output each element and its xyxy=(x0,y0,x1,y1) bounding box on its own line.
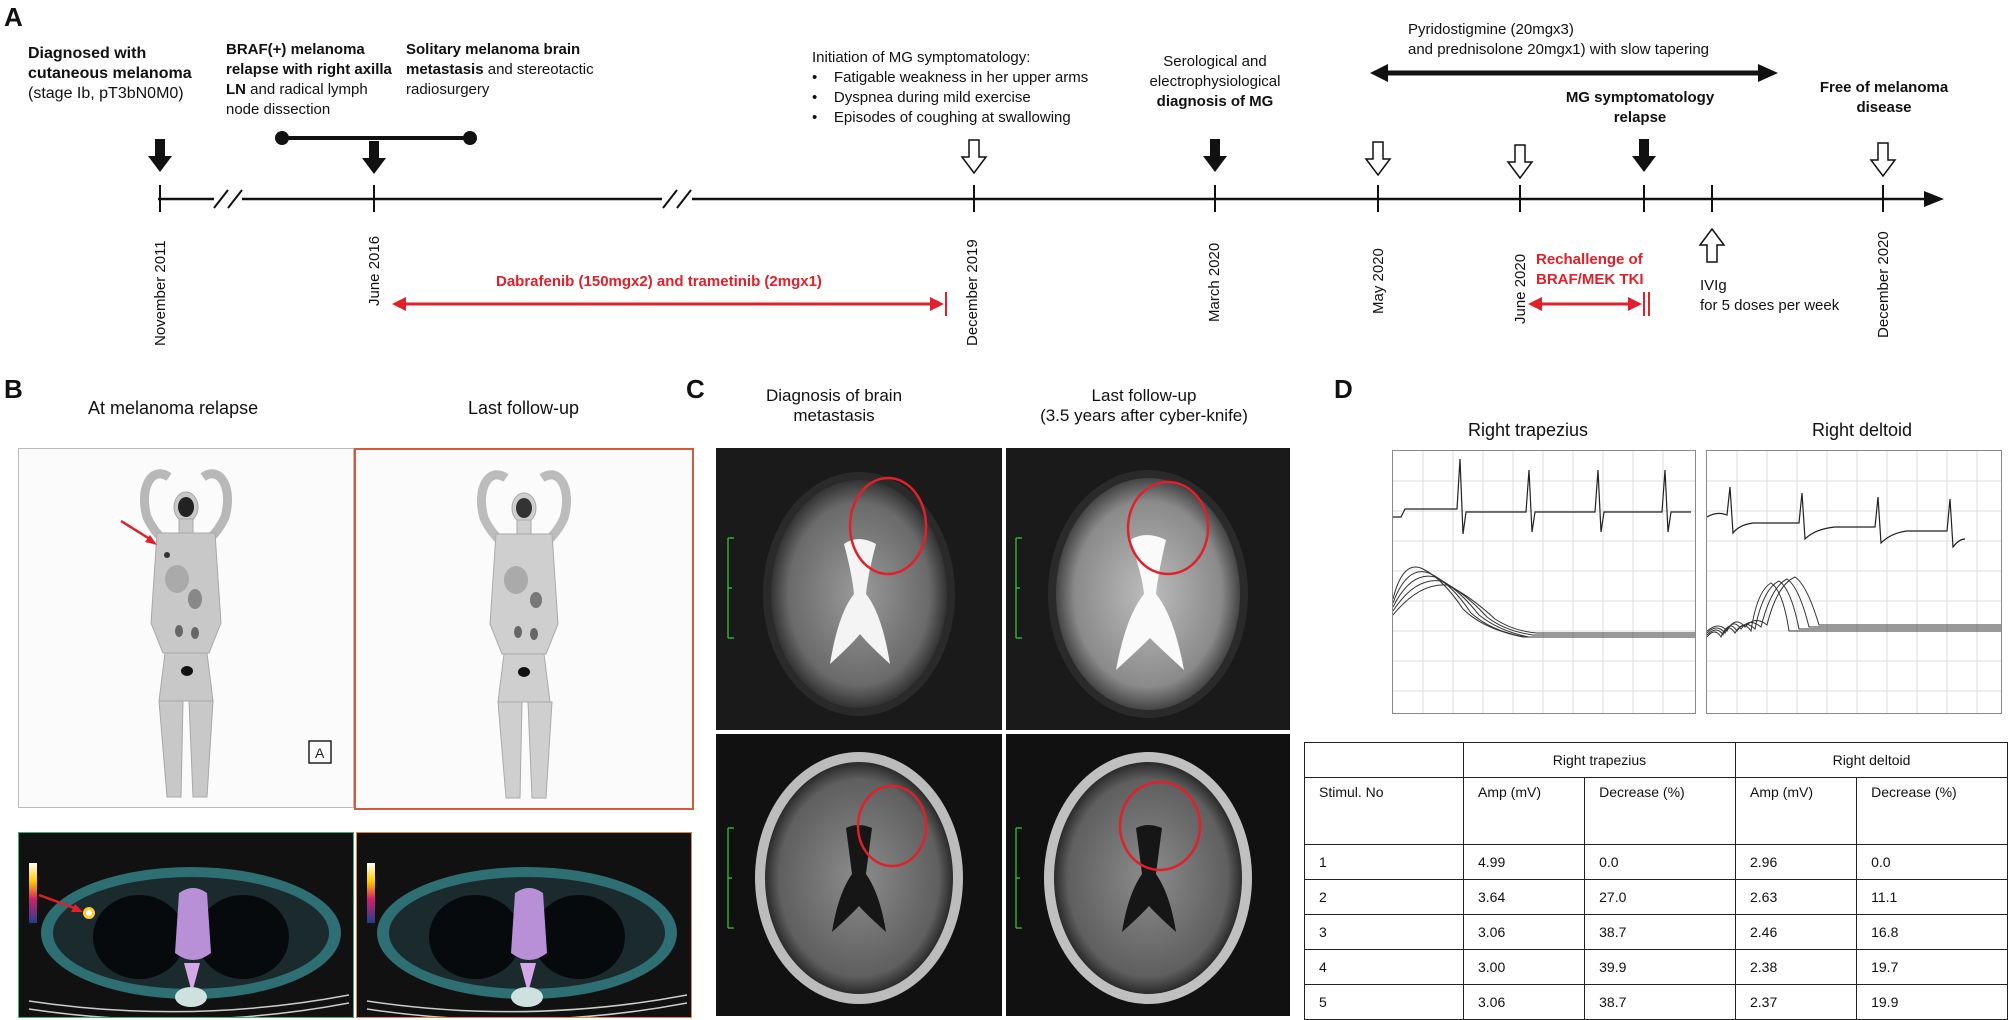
table-header-row: Stimul. No Amp (mV) Decrease (%) Amp (mV… xyxy=(1304,777,2008,845)
panel-label-a: A xyxy=(4,2,23,32)
date-label: March 2020 xyxy=(1206,242,1223,322)
col-header-decrease: Decrease (%) xyxy=(1584,777,1736,845)
emg-trace-trapezius xyxy=(1392,450,1696,714)
repetitive-stimulation-table: Right trapezius Right deltoid Stimul. No… xyxy=(1304,742,2008,1020)
event-relapse-rest: and radical lymph node dissection xyxy=(226,81,368,118)
col-header-amp: Amp (mV) xyxy=(1462,777,1586,845)
dabrafenib-label: Dabrafenib (150mgx2) and trametinib (2mg… xyxy=(496,273,822,290)
timeline-graphic xyxy=(148,64,1944,316)
event-relapse: BRAF(+) melanoma relapse with right axil… xyxy=(226,40,396,120)
mg-onset-title: Initiation of MG symptomatology: xyxy=(812,49,1031,66)
col-header-amp: Amp (mV) xyxy=(1734,777,1858,845)
table-group-header: Right trapezius xyxy=(1463,742,1736,778)
date-label: December 2020 xyxy=(1875,231,1892,338)
date-label: December 2019 xyxy=(964,239,981,346)
emg-trace-deltoid xyxy=(1706,450,2002,714)
event-brain-bold: Solitary melanoma brain metastasis xyxy=(406,41,581,78)
date-label: June 2016 xyxy=(366,235,383,306)
date-label: June 2020 xyxy=(1512,253,1529,324)
panel-label-b: B xyxy=(4,374,23,404)
pet-left-title: At melanoma relapse xyxy=(88,398,259,418)
mg-onset-item: • Episodes of coughing at swallowing xyxy=(812,109,1071,126)
event-pyridostigmine: Pyridostigmine (20mgx3) and prednisolone… xyxy=(1408,21,1710,58)
event-mg-diagnosis: Serological and electrophysiological dia… xyxy=(1149,53,1281,110)
pet-mip-followup xyxy=(354,448,694,810)
event-diagnosis-bold: Diagnosed with cutaneous melanoma xyxy=(28,45,192,82)
table-header-row: Right trapezius Right deltoid xyxy=(1304,742,2008,778)
event-mg-relapse: MG symptomatology relapse xyxy=(1565,89,1715,126)
emg-trapezius-title: Right trapezius xyxy=(1468,420,1589,440)
rechallenge-label: Rechallenge of BRAF/MEK TKI xyxy=(1536,251,1644,288)
table-group-header: Right deltoid xyxy=(1734,742,2008,778)
event-brain-mets: Solitary melanoma brain metastasis and s… xyxy=(406,40,596,100)
col-header-decrease: Decrease (%) xyxy=(1856,777,2008,845)
event-disease-free: Free of melanoma disease xyxy=(1819,79,1949,116)
pet-mip-relapse: A xyxy=(18,448,354,808)
event-relapse-bold: BRAF(+) melanoma relapse with right axil… xyxy=(226,41,392,98)
mg-onset-item: • Dyspnea during mild exercise xyxy=(812,89,1031,106)
svg-text:A: A xyxy=(315,745,325,761)
event-diagnosis: Diagnosed with cutaneous melanoma (stage… xyxy=(28,44,218,104)
event-mg-onset: Initiation of MG symptomatology: • Fatig… xyxy=(812,48,1112,128)
mri-right-title: Last follow-up(3.5 years after cyber-kni… xyxy=(1040,386,1248,425)
pet-right-title: Last follow-up xyxy=(468,398,580,418)
event-brain-rest: and stereotactic radiosurgery xyxy=(406,61,594,98)
ivig-label: IVIg for 5 doses per week xyxy=(1700,277,1840,314)
pet-ct-axial-relapse xyxy=(18,832,354,1018)
panel-label-c: C xyxy=(686,374,705,404)
date-label: May 2020 xyxy=(1370,248,1387,314)
event-diagnosis-rest: (stage Ib, pT3bN0M0) xyxy=(28,85,184,102)
col-header-stim: Stimul. No xyxy=(1304,777,1464,845)
mg-onset-item: • Fatigable weakness in her upper arms xyxy=(812,69,1089,86)
date-label: November 2011 xyxy=(152,240,169,346)
emg-deltoid-title: Right deltoid xyxy=(1812,420,1913,440)
mri-grid xyxy=(716,448,1290,1016)
pet-ct-axial-followup xyxy=(356,832,692,1018)
panel-label-d: D xyxy=(1334,374,1353,404)
